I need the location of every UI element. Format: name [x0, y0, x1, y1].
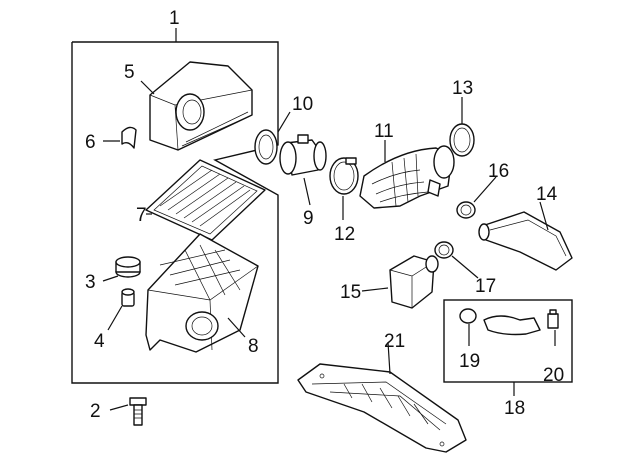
gasket-ring-part — [254, 129, 278, 165]
callout-10: 10 — [292, 94, 313, 115]
callout-11: 11 — [374, 121, 394, 142]
valve-part — [547, 309, 559, 329]
bolt-part — [129, 397, 147, 426]
hose-clamp-part — [329, 157, 359, 195]
callout-6: 6 — [85, 132, 96, 153]
assembly-18-box — [443, 299, 573, 396]
resonator-part — [389, 255, 439, 309]
grommet-part — [115, 256, 141, 278]
mass-airflow-sensor-part — [279, 134, 327, 176]
callout-15: 15 — [340, 282, 361, 303]
callout-17: 17 — [475, 276, 496, 297]
callout-2: 2 — [90, 401, 101, 422]
callout-9: 9 — [303, 208, 314, 229]
assembly-1-box — [71, 28, 279, 384]
air-cleaner-cover-part — [149, 61, 253, 151]
resonator-tube-part — [478, 211, 573, 271]
intake-duct-part — [359, 145, 455, 209]
callout-21: 21 — [384, 331, 405, 352]
leader-lines — [102, 80, 556, 411]
clamp-19-part — [459, 308, 477, 324]
lower-housing-part — [145, 233, 259, 353]
clamp-17-part — [434, 241, 454, 259]
callout-19: 19 — [459, 351, 480, 372]
callout-7: 7 — [136, 205, 147, 226]
callout-8: 8 — [248, 336, 259, 357]
bushing-part — [121, 288, 135, 307]
callout-16: 16 — [488, 161, 509, 182]
small-clamp-part — [456, 201, 476, 219]
vent-hose-part — [483, 315, 541, 336]
clip-part — [121, 126, 137, 149]
callout-12: 12 — [334, 224, 355, 245]
callout-3: 3 — [85, 272, 96, 293]
callout-1: 1 — [169, 8, 180, 29]
callout-13: 13 — [452, 78, 473, 99]
air-deflector-part — [297, 363, 467, 453]
hose-clamp-upper-part — [449, 123, 475, 157]
air-filter-element-part — [145, 159, 266, 241]
callout-14: 14 — [536, 184, 558, 205]
callout-20: 20 — [543, 365, 564, 386]
callout-18: 18 — [504, 398, 525, 419]
callout-5: 5 — [124, 62, 135, 83]
callout-4: 4 — [94, 331, 105, 352]
callout-numbers: 1 5 6 7 3 4 8 2 10 9 12 11 13 16 14 15 1… — [85, 8, 564, 422]
